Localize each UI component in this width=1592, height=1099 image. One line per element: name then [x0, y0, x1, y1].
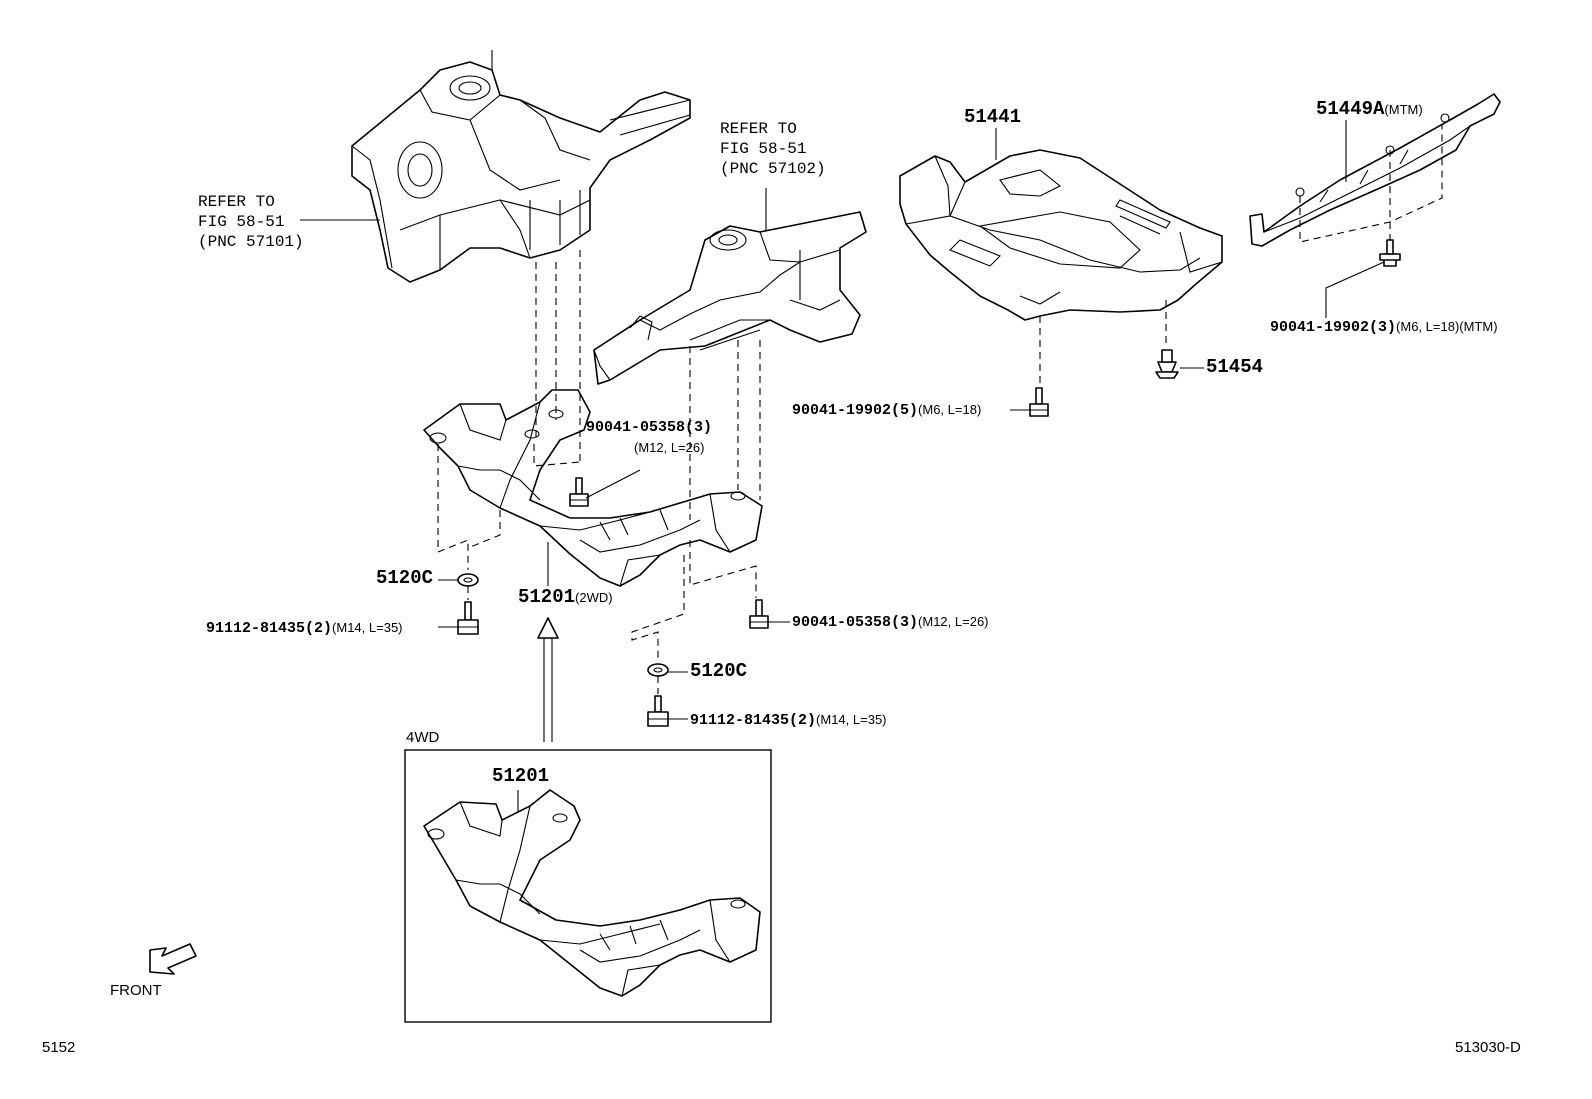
crossmember-2wd-drawing: [423, 389, 763, 587]
ref-center-line3: (PNC 57102): [720, 160, 826, 178]
ref-left-line3: (PNC 57101): [198, 233, 304, 251]
inset-4wd-box: [404, 749, 772, 1023]
label-bolt-19902-under-cover: 90041-19902(5)(M6, L=18): [792, 402, 981, 418]
left-side-member-drawing: [351, 50, 691, 283]
label-bolt-19902-mtm-spec: (M6, L=18)(MTM): [1396, 319, 1498, 334]
label-51201-2wd: 51201(2WD): [518, 588, 613, 607]
right-side-member-drawing: [593, 211, 867, 385]
label-bolt-19902-uc-qty: (5): [891, 402, 919, 419]
bolt-05358-lower-drawing: [749, 599, 769, 629]
assembly-dashed-lines: [437, 124, 1443, 694]
label-bolt-19902-uc-number: 90041-19902: [792, 402, 892, 419]
label-bolt-81435-right-spec: (M14, L=35): [816, 712, 887, 727]
label-51201-2wd-number: 51201: [518, 586, 576, 608]
ref-left-line1: REFER TO: [198, 193, 275, 211]
ref-center-line1: REFER TO: [720, 120, 797, 138]
page-code: 5152: [42, 1039, 76, 1056]
label-51201-2wd-note: (2WD): [575, 590, 613, 605]
figure-code: 513030-D: [1455, 1039, 1521, 1056]
label-bolt-05358-lower-number: 90041-05358: [792, 614, 892, 631]
label-bolt-81435-left-spec: (M14, L=35): [332, 620, 403, 635]
ref-center-note: REFER TO FIG 58-51 (PNC 57102): [720, 119, 826, 179]
label-bolt-19902-mtm: 90041-19902(3)(M6, L=18)(MTM): [1270, 319, 1498, 335]
label-washer-left: 5120C: [376, 567, 434, 589]
label-bolt-81435-left-number: 91112-81435: [206, 620, 306, 637]
label-bolt-05358-lower-spec: (M12, L=26): [918, 614, 989, 629]
label-bolt-81435-left: 91112-81435(2)(M14, L=35): [206, 620, 403, 636]
label-bolt-05358-upper: 90041-05358(3): [586, 419, 713, 436]
label-51449a-number: 51449A: [1316, 98, 1385, 120]
engine-under-cover-drawing: [899, 149, 1223, 321]
label-bolt-81435-right: 91112-81435(2)(M14, L=35): [690, 712, 887, 728]
bolt-19902-mtm-drawing: [1379, 239, 1401, 267]
label-51201-4wd: 51201: [492, 765, 550, 787]
bolt-19902-under-cover-drawing: [1029, 387, 1049, 417]
fastener-drawings: [457, 239, 1401, 727]
leader-lines: [300, 120, 1385, 832]
washer-left-drawing: [457, 573, 479, 587]
clip-51454-drawing: [1155, 349, 1179, 379]
bolt-05358-upper-drawing: [569, 477, 589, 507]
side-cover-drawing: [1249, 93, 1501, 247]
washer-right-drawing: [647, 663, 669, 677]
label-bolt-05358-lower-qty: (3): [891, 614, 919, 631]
label-51449a: 51449A(MTM): [1316, 100, 1423, 119]
label-bolt-19902-mtm-number: 90041-19902: [1270, 319, 1370, 336]
front-direction-arrow: [149, 943, 197, 975]
ref-left-note: REFER TO FIG 58-51 (PNC 57101): [198, 192, 304, 252]
label-washer-right: 5120C: [690, 660, 748, 682]
bolt-81435-left-drawing: [457, 601, 479, 635]
label-51454: 51454: [1206, 356, 1264, 378]
label-bolt-81435-left-qty: (2): [305, 620, 333, 637]
inset-arrow: [537, 617, 559, 742]
label-bolt-81435-right-number: 91112-81435: [690, 712, 790, 729]
label-bolt-19902-mtm-qty: (3): [1369, 319, 1397, 336]
ref-left-line2: FIG 58-51: [198, 213, 285, 231]
ref-center-line2: FIG 58-51: [720, 140, 807, 158]
label-51441: 51441: [964, 106, 1022, 128]
label-bolt-05358-upper-spec: (M12, L=26): [634, 440, 705, 455]
label-bolt-05358-lower: 90041-05358(3)(M12, L=26): [792, 614, 989, 630]
label-51449a-note: (MTM): [1384, 102, 1423, 117]
bolt-81435-right-drawing: [647, 695, 669, 727]
inset-title: 4WD: [406, 729, 440, 746]
front-label: FRONT: [110, 982, 162, 999]
label-bolt-19902-uc-spec: (M6, L=18): [918, 402, 982, 417]
label-bolt-81435-right-qty: (2): [789, 712, 817, 729]
